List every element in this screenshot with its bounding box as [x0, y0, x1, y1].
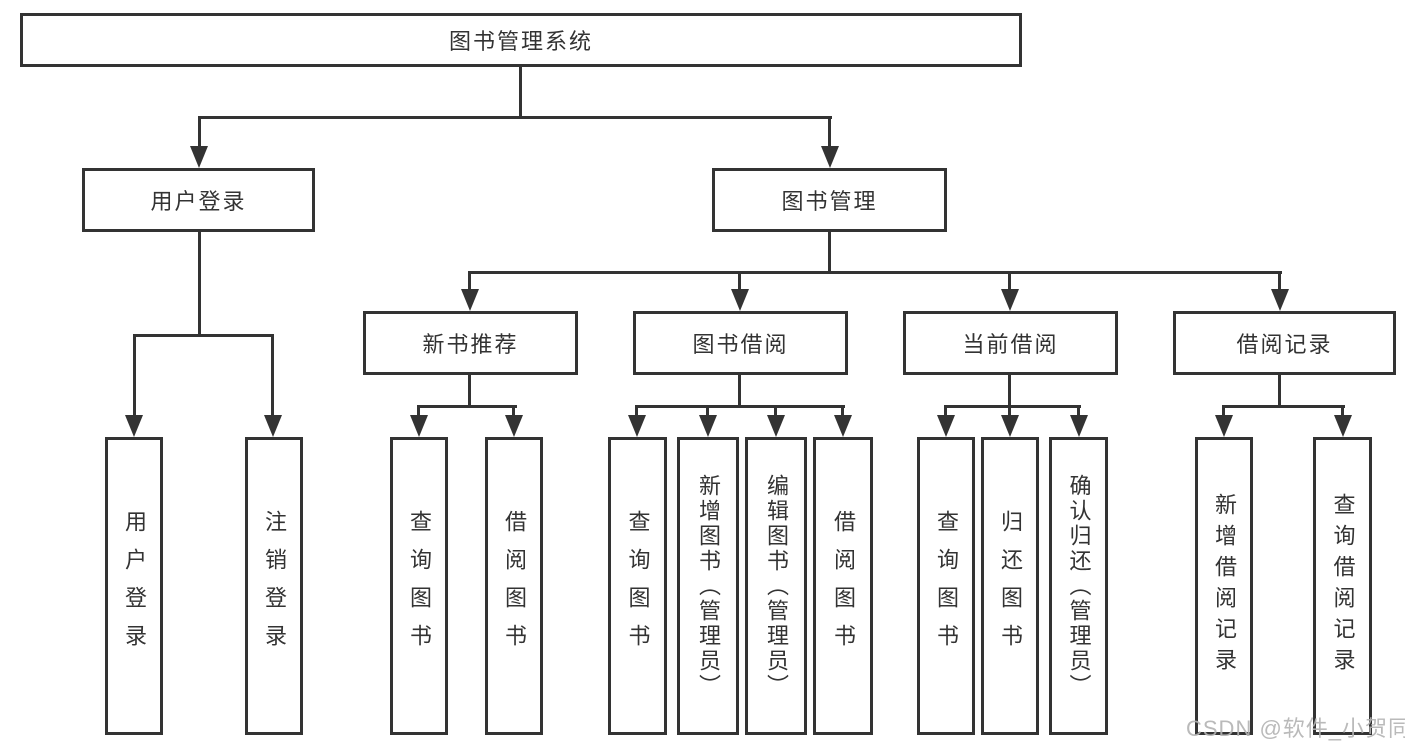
connector-g2-drop1	[635, 405, 638, 419]
arrowhead-g4-leaf2	[1334, 415, 1352, 437]
leaf-borrow-books-borrowing: 借阅图书	[813, 437, 873, 735]
leaf-borrow-books-borrowing-label: 借阅图书	[831, 510, 856, 662]
arrowhead-book-mgmt	[821, 146, 839, 168]
arrowhead-records	[1271, 289, 1289, 311]
arrowhead-g2-leaf2	[699, 415, 717, 437]
connector-g2-drop2	[706, 405, 709, 419]
connector-userlogin-branch	[133, 334, 274, 337]
leaf-edit-book-admin: 编辑图书（管理员）	[745, 437, 807, 735]
connector-g1-drop2	[512, 405, 515, 419]
connector-drop-records	[1278, 271, 1281, 293]
leaf-logout: 注销登录	[245, 437, 303, 735]
watermark-text: CSDN @软件_小贺同学	[1186, 716, 1405, 741]
arrowhead-g2-leaf4	[834, 415, 852, 437]
connector-g4-drop2	[1341, 405, 1344, 419]
leaf-logout-label: 注销登录	[262, 510, 287, 662]
arrowhead-borrowing	[731, 289, 749, 311]
connector-drop-leaf-logout	[271, 334, 274, 419]
connector-g2-drop4	[841, 405, 844, 419]
connector-bookmgmt-branch	[468, 271, 1282, 274]
node-book-borrowing-label: 图书借阅	[692, 332, 789, 357]
connector-root-branch	[198, 116, 832, 119]
arrowhead-leaf-login	[125, 415, 143, 437]
leaf-user-login-label: 用户登录	[122, 510, 147, 662]
leaf-user-login: 用户登录	[105, 437, 163, 735]
leaf-return-books-label: 归还图书	[998, 510, 1023, 662]
arrowhead-g1-leaf1	[410, 415, 428, 437]
connector-g4-branch	[1222, 405, 1345, 408]
connector-drop-leaf-login	[133, 334, 136, 419]
arrowhead-g1-leaf2	[505, 415, 523, 437]
leaf-add-borrow-record-label: 新增借阅记录	[1212, 493, 1237, 679]
connector-g4-drop1	[1222, 405, 1225, 419]
node-new-book-recommend-label: 新书推荐	[422, 332, 519, 357]
arrowhead-new-book	[461, 289, 479, 311]
connector-g3-branch	[944, 405, 1081, 408]
connector-g2-stem	[738, 375, 741, 407]
leaf-query-books-borrowing: 查询图书	[608, 437, 667, 735]
leaf-borrow-books-recommend-label: 借阅图书	[502, 510, 527, 662]
leaf-query-books-current-label: 查询图书	[934, 510, 959, 662]
node-user-login: 用户登录	[82, 168, 315, 232]
leaf-query-borrow-record: 查询借阅记录	[1313, 437, 1372, 735]
leaf-add-book-admin-label: 新增图书（管理员）	[696, 473, 721, 699]
node-user-login-label: 用户登录	[150, 189, 247, 214]
node-new-book-recommend: 新书推荐	[363, 311, 578, 375]
connector-g1-branch	[417, 405, 517, 408]
leaf-edit-book-admin-label: 编辑图书（管理员）	[764, 473, 789, 699]
leaf-query-books-recommend: 查询图书	[390, 437, 448, 735]
connector-g3-drop1	[944, 405, 947, 419]
arrowhead-user-login	[190, 146, 208, 168]
connector-userlogin-stem	[198, 232, 201, 337]
leaf-query-books-current: 查询图书	[917, 437, 975, 735]
arrowhead-current	[1001, 289, 1019, 311]
arrowhead-g3-leaf2	[1001, 415, 1019, 437]
node-root: 图书管理系统	[20, 13, 1022, 67]
arrowhead-g3-leaf1	[937, 415, 955, 437]
node-current-borrowing: 当前借阅	[903, 311, 1118, 375]
node-borrowing-records: 借阅记录	[1173, 311, 1396, 375]
connector-g3-drop2	[1008, 405, 1011, 419]
arrowhead-g2-leaf1	[628, 415, 646, 437]
leaf-return-books: 归还图书	[981, 437, 1039, 735]
node-book-management: 图书管理	[712, 168, 947, 232]
leaf-borrow-books-recommend: 借阅图书	[485, 437, 543, 735]
connector-drop-current	[1008, 271, 1011, 293]
connector-root-stem	[519, 67, 522, 119]
leaf-add-borrow-record: 新增借阅记录	[1195, 437, 1253, 735]
node-current-borrowing-label: 当前借阅	[962, 332, 1059, 357]
leaf-confirm-return-admin-label: 确认归还（管理员）	[1066, 473, 1092, 699]
connector-drop-user-login	[198, 116, 201, 150]
connector-drop-borrowing	[738, 271, 741, 293]
node-book-borrowing: 图书借阅	[633, 311, 848, 375]
connector-drop-new-book	[468, 271, 471, 293]
arrowhead-g3-leaf3	[1070, 415, 1088, 437]
leaf-query-books-recommend-label: 查询图书	[407, 510, 432, 662]
leaf-confirm-return-admin: 确认归还（管理员）	[1049, 437, 1108, 735]
connector-bookmgmt-stem	[828, 232, 831, 274]
connector-g2-drop3	[774, 405, 777, 419]
arrowhead-leaf-logout	[264, 415, 282, 437]
connector-drop-book-mgmt	[828, 116, 831, 150]
connector-g1-drop1	[417, 405, 420, 419]
connector-g3-stem	[1008, 375, 1011, 407]
node-borrowing-records-label: 借阅记录	[1236, 332, 1333, 357]
connector-g3-drop3	[1077, 405, 1080, 419]
connector-g1-stem	[468, 375, 471, 407]
node-book-management-label: 图书管理	[781, 189, 878, 214]
arrowhead-g2-leaf3	[767, 415, 785, 437]
leaf-query-books-borrowing-label: 查询图书	[625, 510, 651, 662]
leaf-query-borrow-record-label: 查询借阅记录	[1330, 493, 1356, 679]
connector-g2-branch	[635, 405, 845, 408]
leaf-add-book-admin: 新增图书（管理员）	[677, 437, 739, 735]
node-root-label: 图书管理系统	[448, 29, 593, 54]
arrowhead-g4-leaf1	[1215, 415, 1233, 437]
connector-g4-stem	[1278, 375, 1281, 407]
